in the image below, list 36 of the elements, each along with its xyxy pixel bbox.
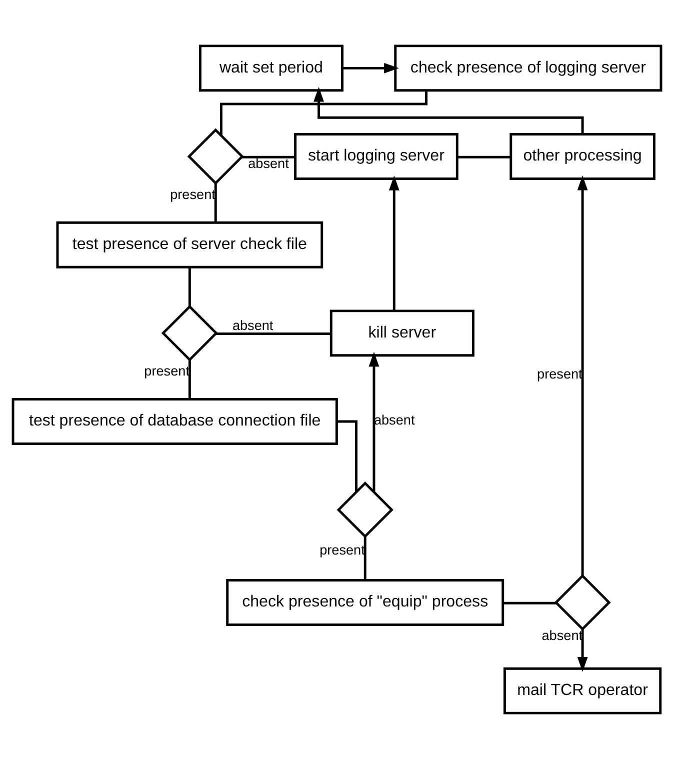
connector bbox=[503, 602, 556, 604]
arrow bbox=[342, 62, 399, 74]
node-box: check presence of logging server bbox=[394, 44, 662, 92]
connector bbox=[188, 360, 191, 399]
connector bbox=[457, 156, 511, 158]
node-box: test presence of database connection file bbox=[12, 398, 338, 445]
node-diamond bbox=[187, 128, 244, 185]
connector bbox=[242, 156, 296, 158]
arrow bbox=[388, 176, 400, 311]
node-box: kill server bbox=[330, 310, 474, 357]
edge-label: present bbox=[170, 186, 216, 202]
node-box: check presence of "equip" process bbox=[226, 579, 504, 626]
node-diamond bbox=[161, 304, 218, 362]
arrow bbox=[577, 175, 588, 576]
arrow bbox=[368, 352, 380, 492]
node-box: mail TCR operator bbox=[503, 667, 662, 714]
connector bbox=[364, 536, 366, 580]
node-diamond bbox=[554, 574, 611, 631]
connector bbox=[220, 90, 428, 136]
node-box: test presence of server check file bbox=[56, 221, 324, 268]
node-box: other processing bbox=[510, 133, 656, 180]
edge-label: absent bbox=[542, 628, 583, 643]
connector bbox=[188, 267, 191, 306]
connector bbox=[336, 420, 358, 492]
edge-label: present bbox=[320, 542, 365, 558]
edge-label: present bbox=[144, 364, 190, 379]
arrow bbox=[577, 629, 588, 672]
connector bbox=[214, 184, 217, 222]
node-box: start logging server bbox=[294, 133, 458, 180]
node-box: wait set period bbox=[198, 44, 344, 92]
connector bbox=[216, 332, 331, 336]
edge-label: absent bbox=[248, 156, 289, 171]
edge-label: absent bbox=[232, 318, 274, 333]
edge-label: present bbox=[537, 366, 582, 382]
edge-label: absent bbox=[374, 412, 415, 428]
node-diamond bbox=[336, 482, 394, 538]
